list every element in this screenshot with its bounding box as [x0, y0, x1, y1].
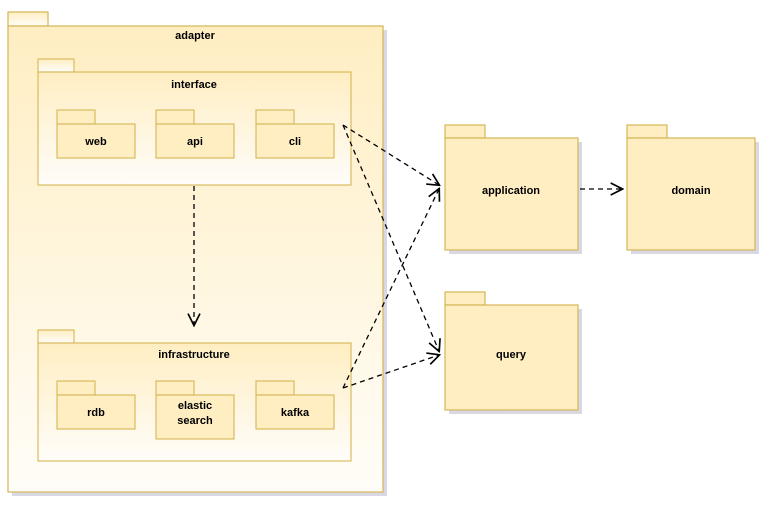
elasticsearch-tab	[155, 380, 195, 396]
elasticsearch-body	[155, 394, 235, 440]
application-body	[444, 137, 579, 251]
package-web[interactable]: web	[56, 109, 136, 159]
package-kafka[interactable]: kafka	[255, 380, 335, 430]
infrastructure-label: infrastructure	[158, 349, 230, 361]
domain-body	[626, 137, 756, 251]
api-body	[155, 123, 235, 159]
domain-label: domain	[671, 185, 710, 197]
infrastructure-tab	[37, 329, 75, 344]
kafka-label: kafka	[281, 407, 310, 419]
application-tab	[444, 124, 486, 139]
elasticsearch-label-line1: elastic	[178, 400, 212, 412]
elasticsearch-label-line2: search	[177, 415, 213, 427]
rdb-body	[56, 394, 136, 430]
edge-kafka-to-application	[342, 189, 439, 389]
cli-label: cli	[289, 136, 301, 148]
cli-tab	[255, 109, 295, 125]
web-body	[56, 123, 136, 159]
kafka-tab	[255, 380, 295, 396]
rdb-tab	[56, 380, 96, 396]
package-rdb[interactable]: rdb	[56, 380, 136, 430]
rdb-label: rdb	[87, 407, 105, 419]
dependency-edges	[194, 124, 622, 389]
kafka-body	[255, 394, 335, 430]
api-tab	[155, 109, 195, 125]
edge-kafka-to-query	[342, 355, 439, 389]
package-domain[interactable]: domain	[626, 124, 756, 251]
web-tab	[56, 109, 96, 125]
adapter-tab	[7, 11, 49, 27]
package-api[interactable]: api	[155, 109, 235, 159]
adapter-label: adapter	[175, 30, 215, 42]
interface-label: interface	[171, 79, 217, 91]
interface-tab	[37, 58, 75, 73]
edge-cli-to-application	[342, 124, 439, 185]
package-query[interactable]: query	[444, 291, 579, 411]
query-body	[444, 304, 579, 411]
web-label: web	[84, 136, 107, 148]
cli-body	[255, 123, 335, 159]
domain-tab	[626, 124, 668, 139]
package-cli[interactable]: cli	[255, 109, 335, 159]
edge-cli-to-query	[342, 124, 439, 351]
api-label: api	[187, 136, 203, 148]
query-label: query	[496, 349, 527, 361]
application-label: application	[482, 185, 540, 197]
query-tab	[444, 291, 486, 306]
package-elasticsearch[interactable]: elastic search	[155, 380, 235, 440]
package-application[interactable]: application	[444, 124, 579, 251]
